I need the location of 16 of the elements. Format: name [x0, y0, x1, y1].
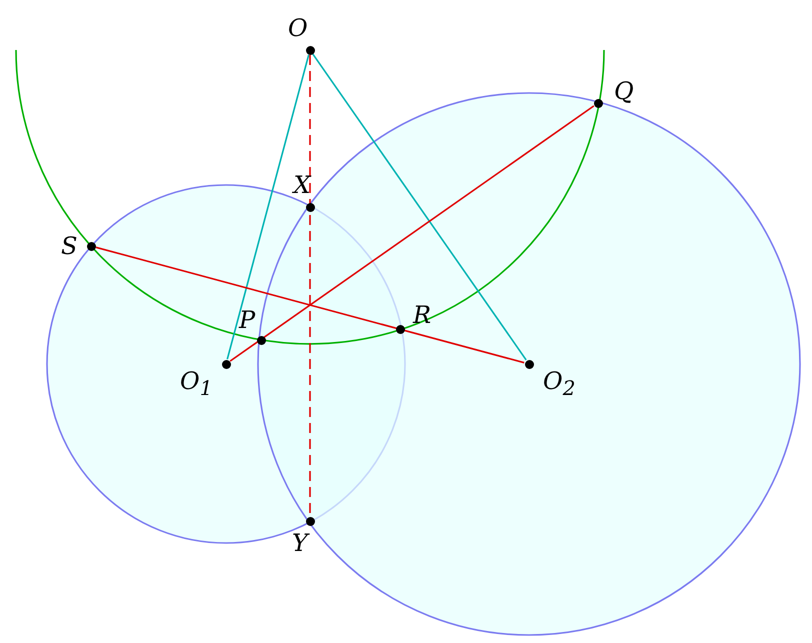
point-label: Q: [614, 78, 634, 104]
point-label: R: [413, 302, 432, 328]
point-label: S: [61, 233, 78, 259]
line-segment: [226, 54, 310, 360]
line-segment: [309, 55, 311, 516]
point-label: X: [294, 172, 311, 198]
line-segment: [96, 246, 524, 364]
point-label: P: [239, 307, 256, 333]
point-label: O: [288, 15, 308, 41]
point-label: Y: [292, 530, 308, 556]
line-segment: [230, 105, 594, 362]
point: [306, 46, 314, 54]
point-label: O$_{1}$: [180, 368, 212, 400]
line-segment: [312, 54, 527, 360]
point: [86, 242, 96, 250]
point-label: O$_{2}$: [543, 368, 576, 400]
